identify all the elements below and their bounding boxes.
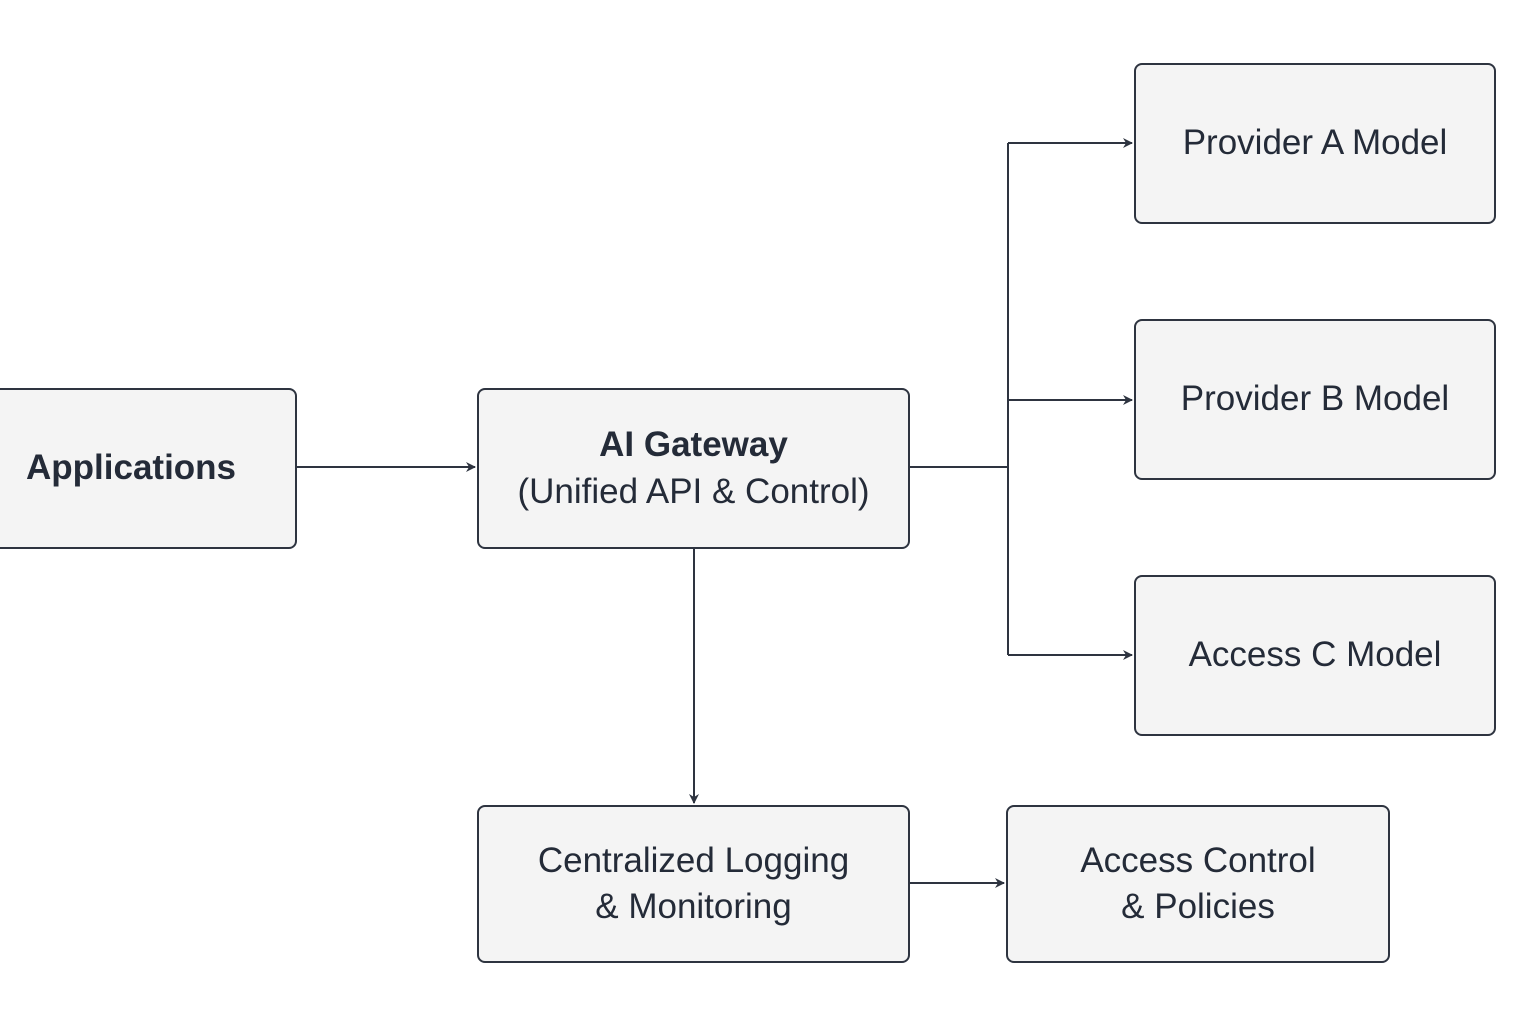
node-applications: Applications [0,388,297,549]
node-centralized-logging: Centralized Logging & Monitoring [477,805,910,963]
node-access-control-line1: Access Control [1080,840,1316,880]
node-logging-line1: Centralized Logging [537,840,850,880]
node-applications-label: Applications [26,448,237,488]
node-access-c-label: Access C Model [1188,635,1442,675]
node-provider-a-model: Provider A Model [1134,63,1496,224]
node-provider-a-label: Provider A Model [1182,123,1448,163]
node-provider-b-model: Provider B Model [1134,319,1496,480]
node-logging-line2: & Monitoring [595,887,792,926]
node-provider-b-label: Provider B Model [1180,379,1450,419]
node-ai-gateway: AI Gateway (Unified API & Control) [477,388,910,549]
node-ai-gateway-subtitle: (Unified API & Control) [517,471,870,511]
node-access-control-policies: Access Control & Policies [1006,805,1390,963]
node-ai-gateway-title: AI Gateway [599,425,788,465]
node-access-c-model: Access C Model [1134,575,1496,736]
node-access-control-line2: & Policies [1121,887,1275,926]
